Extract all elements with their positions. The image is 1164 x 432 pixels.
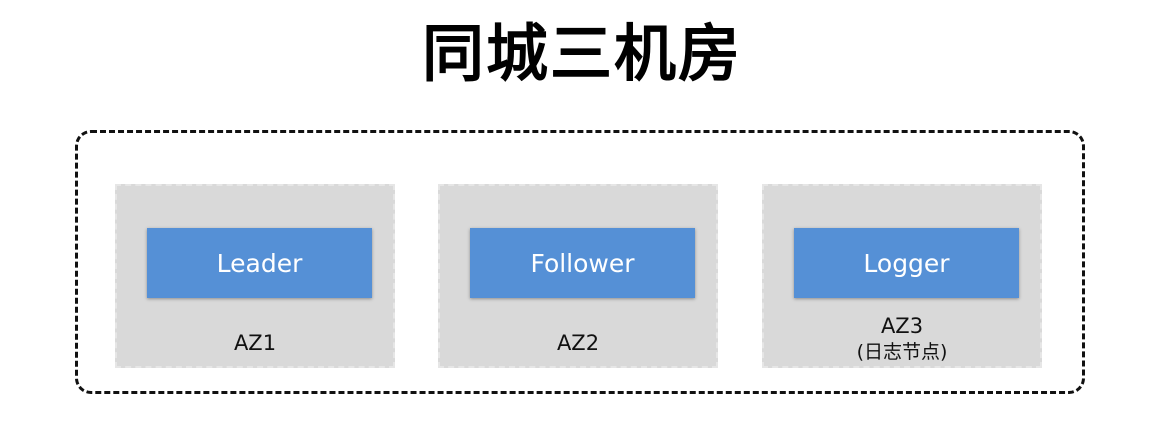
az3-zone: Logger AZ3 (日志节点) (762, 184, 1042, 368)
az2-zone: Follower AZ2 (438, 184, 718, 368)
leader-node: Leader (147, 228, 372, 298)
az3-label-group: AZ3 (日志节点) (764, 313, 1040, 365)
logger-node: Logger (794, 228, 1019, 298)
city-region-boundary (75, 130, 1085, 394)
az3-sublabel: (日志节点) (856, 341, 948, 363)
az1-label: AZ1 (233, 331, 277, 355)
az2-label: AZ2 (556, 331, 600, 355)
page-title: 同城三机房 (421, 17, 742, 90)
az3-label: AZ3 (880, 314, 924, 338)
follower-node: Follower (470, 228, 695, 298)
az1-zone: Leader AZ1 (115, 184, 395, 368)
